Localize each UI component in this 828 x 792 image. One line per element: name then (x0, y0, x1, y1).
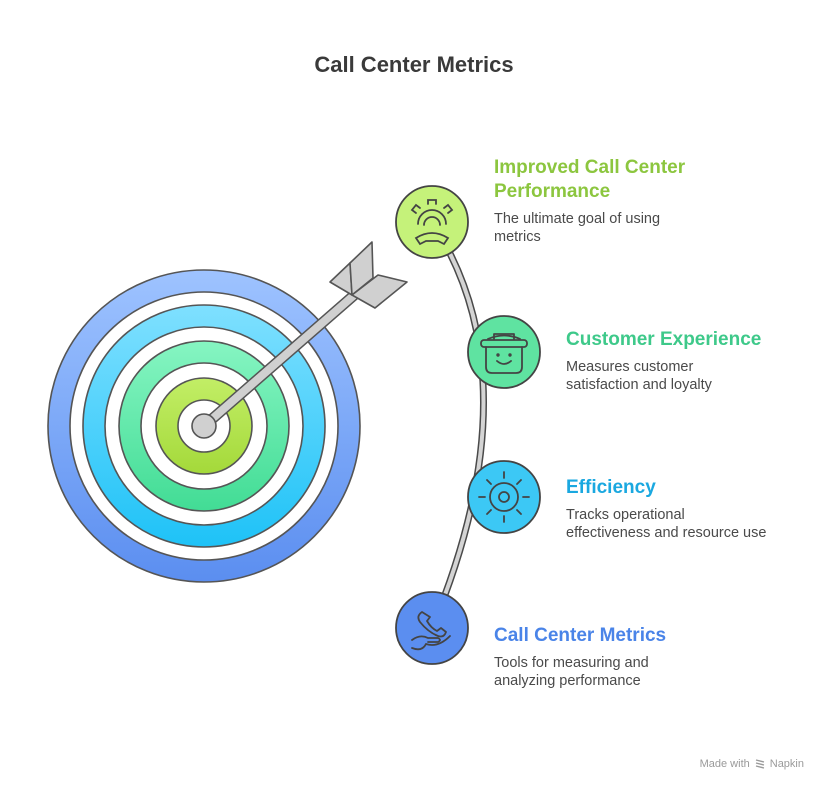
sun-gear-icon (467, 460, 541, 534)
item-call-center-metrics: Call Center Metrics Tools for measuring … (494, 624, 666, 690)
item-heading: Customer Experience (566, 329, 762, 350)
made-with-label: Made with (699, 758, 750, 770)
napkin-brand-label: Napkin (769, 758, 804, 770)
napkin-logo-icon (755, 759, 764, 769)
hand-phone-icon (395, 591, 469, 665)
connector-arc (428, 218, 487, 632)
gear-phone-icon (395, 185, 469, 259)
page-title: Call Center Metrics (314, 52, 514, 77)
footer-watermark: Made with Napkin (700, 758, 804, 770)
item-heading: Call Center Metrics (494, 625, 667, 646)
smiling-basket-icon (467, 315, 541, 389)
item-heading: Efficiency (566, 477, 656, 498)
arrow-icon (191, 241, 408, 439)
